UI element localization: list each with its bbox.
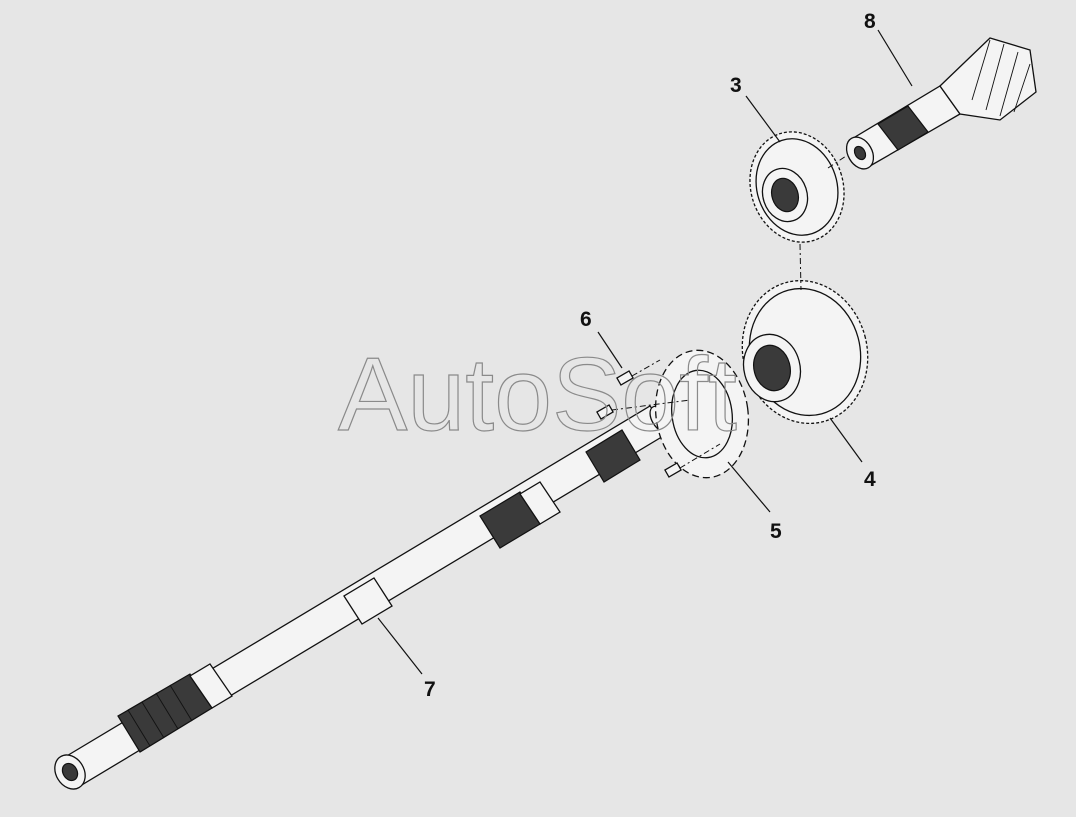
gear-3	[749, 131, 845, 243]
pinion-shaft-8-bevel-head	[939, 37, 1037, 121]
ring-plate-5	[654, 349, 750, 479]
callout-3: 3	[730, 74, 742, 97]
ring-plate-5-inner	[671, 369, 733, 459]
gear-4	[741, 279, 869, 425]
callout-4: 4	[864, 468, 876, 491]
callout-labels: 3 4 5 6 7 8	[424, 10, 876, 701]
pinion-shaft-8-bevel-teeth	[971, 39, 1031, 117]
axis-gear3-gear4	[799, 243, 802, 291]
bolt-6-b	[596, 404, 614, 420]
pinion-shaft-8-spline	[877, 105, 929, 151]
axis-bolt-c	[679, 443, 721, 469]
pinion-shaft-8	[845, 37, 1037, 170]
leader-4	[829, 417, 863, 463]
assembly-center-lines	[611, 155, 847, 469]
leader-7	[377, 617, 423, 675]
gear-4-bore	[753, 344, 791, 392]
callout-8: 8	[864, 10, 876, 33]
bolt-6-c	[664, 462, 682, 478]
leader-lines	[377, 29, 913, 675]
shaft-7-tail-collar	[189, 663, 233, 709]
leader-3	[745, 95, 781, 143]
axis-bolt-b	[611, 399, 691, 411]
bolt-6-a	[616, 370, 634, 386]
leader-8	[877, 29, 913, 87]
pinion-shaft-8-center-hole	[853, 145, 867, 161]
gear-3-bore	[770, 177, 800, 213]
shaft-7-tail-spline-hatching	[127, 684, 193, 747]
shaft-7-end-bore	[61, 762, 79, 782]
shaft-7-front-collar	[519, 481, 561, 525]
callout-6: 6	[580, 308, 592, 331]
shaft-7-nose-spline	[585, 429, 641, 483]
axis-gear3-pinion	[827, 155, 847, 169]
callout-5: 5	[770, 520, 782, 543]
shaft-7	[54, 405, 671, 790]
leader-5	[727, 461, 771, 513]
axis-bolt-a	[631, 359, 661, 377]
callout-7: 7	[424, 678, 436, 701]
leader-6	[597, 331, 623, 369]
watermark: AutoSoft	[338, 337, 737, 453]
shaft-7-mid-band	[343, 577, 393, 625]
bolts-6	[596, 370, 682, 478]
